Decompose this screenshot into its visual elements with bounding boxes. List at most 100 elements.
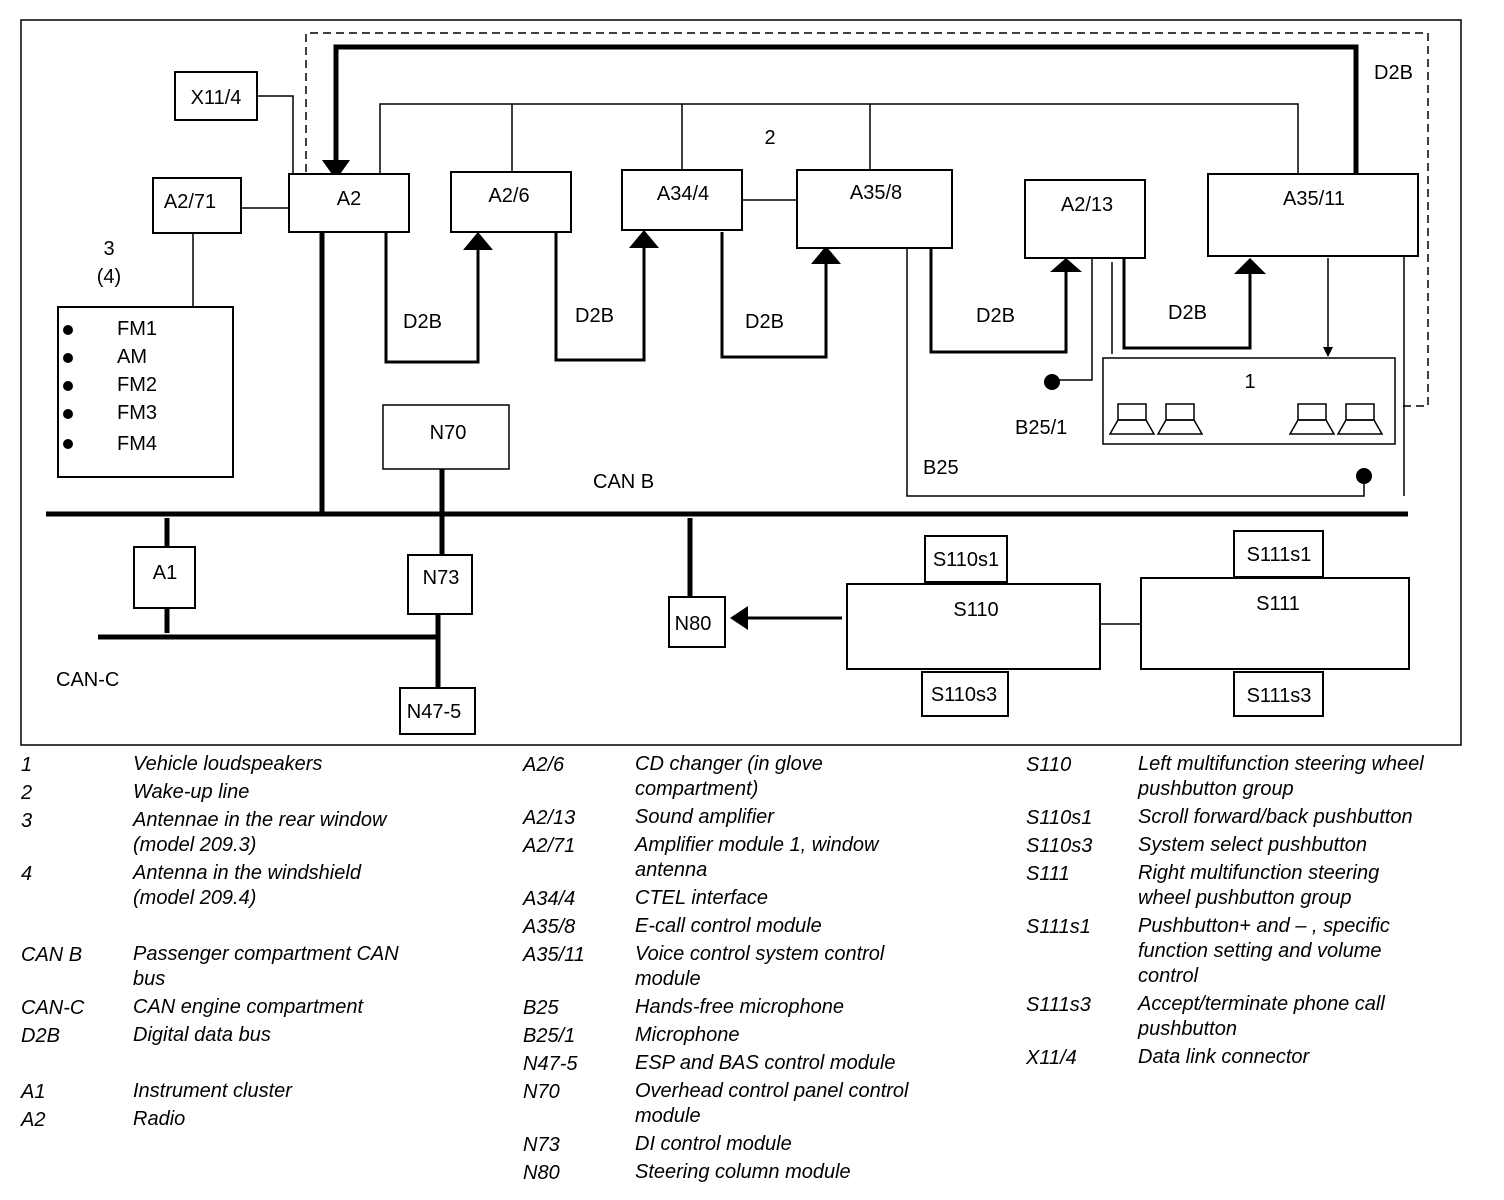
legend-code: S110s1 (1026, 807, 1093, 829)
label-x11-4: X11/4 (191, 87, 242, 109)
label-s111s1: S111s1 (1247, 544, 1312, 566)
legend-code: A34/4 (523, 888, 576, 910)
legend-description: Pushbutton+ and – , specific function se… (1138, 915, 1390, 987)
x11-4-link (257, 95, 294, 174)
speaker-icon (1288, 403, 1336, 435)
label-b25: B25 (923, 457, 959, 479)
legend-description: Antenna in the windshield (model 209.4) (133, 862, 361, 909)
legend-description: Antennae in the rear window (model 209.3… (133, 809, 387, 856)
legend-description: Amplifier module 1, window antenna (635, 834, 879, 881)
legend-row: A35/8 E-call control module (523, 914, 1003, 942)
speaker-icon (1156, 403, 1204, 435)
antenna-item: FM1 (117, 318, 157, 340)
box-s111 (1140, 577, 1410, 670)
legend-description: Digital data bus (133, 1024, 271, 1046)
antenna-item: FM2 (117, 374, 157, 396)
label-d2b: D2B (745, 311, 784, 333)
legend-row: 2 Wake-up line (21, 780, 501, 808)
wiring-diagram: X11/4 A2/71 A2 A2/6 A34/4 A35/8 A2/13 A3… (20, 19, 1462, 746)
box-a35-11 (1207, 173, 1419, 257)
legend-description: Left multifunction steering wheel pushbu… (1138, 753, 1424, 800)
label-d2b: D2B (575, 305, 614, 327)
legend-code: S111s1 (1026, 916, 1091, 938)
legend-code: A1 (21, 1081, 46, 1103)
antenna-bullets (63, 325, 73, 449)
b25-1-line (1058, 258, 1093, 381)
legend-description: Microphone (635, 1024, 740, 1046)
legend-description: Instrument cluster (133, 1080, 292, 1102)
antenna-item: FM3 (117, 402, 157, 424)
legend-row: A34/4 CTEL interface (523, 886, 1003, 914)
legend-code: 1 (21, 754, 33, 776)
speaker-icons (1108, 403, 1384, 435)
label-can-b: CAN B (593, 471, 654, 493)
label-a35-8: A35/8 (850, 182, 902, 204)
legend-description: Voice control system control module (635, 943, 885, 990)
legend-code: 2 (21, 782, 33, 804)
diagram-frame (20, 19, 1462, 746)
label-s111s3: S111s3 (1247, 685, 1312, 707)
box-n80 (668, 596, 726, 648)
box-n73 (407, 554, 473, 615)
legend-code: 3 (21, 810, 33, 832)
b25-1-microphone (1044, 374, 1060, 390)
b25-line (906, 248, 1365, 497)
legend-code: S111s3 (1026, 994, 1091, 1016)
legend-description: Steering column module (635, 1161, 851, 1183)
legend-description: Wake-up line (133, 781, 250, 803)
label-a2-71: A2/71 (164, 191, 216, 213)
legend-row: X11/4 Data link connector (1026, 1045, 1496, 1073)
label-wakeup: 2 (764, 127, 775, 149)
legend-code: B25/1 (523, 1025, 576, 1047)
label-a2-13: A2/13 (1061, 194, 1113, 216)
legend-description: CAN engine compartment (133, 996, 364, 1018)
label-speakers: 1 (1244, 371, 1255, 393)
antenna-item: AM (117, 346, 147, 368)
box-s110s1 (924, 535, 1008, 583)
label-n47-5: N47-5 (407, 701, 461, 723)
legend-description: Data link connector (1138, 1046, 1310, 1068)
legend-description: CTEL interface (635, 887, 769, 909)
label-d2b: D2B (976, 305, 1015, 327)
legend-description: Hands-free microphone (635, 996, 844, 1018)
legend-row: A1 Instrument cluster (21, 1079, 501, 1107)
legend-code: A2/13 (523, 807, 576, 829)
legend-description: Sound amplifier (635, 806, 774, 828)
legend-row: B25 Hands-free microphone (523, 995, 1003, 1023)
d2b-top-loop (333, 44, 1359, 174)
legend-row: A2/13 Sound amplifier (523, 805, 1003, 833)
speaker-icon (1336, 403, 1384, 435)
legend-row (21, 914, 501, 942)
legend-row: S111s1 Pushbutton+ and – , specific funct… (1026, 914, 1496, 992)
legend-description: Overhead control panel control module (635, 1080, 909, 1127)
box-s111s1 (1233, 530, 1324, 578)
legend-code: N70 (523, 1081, 560, 1103)
legend-description: Vehicle loudspeakers (133, 753, 323, 775)
label-n73: N73 (423, 567, 460, 589)
b25-microphone (1356, 468, 1372, 484)
label-s111: S111 (1256, 593, 1300, 615)
d2b-top-arrowhead (322, 160, 350, 180)
s110-n80-arrowhead (730, 606, 748, 630)
legend-description: E-call control module (635, 915, 822, 937)
legend-code: B25 (523, 997, 559, 1019)
label-d2b: D2B (403, 311, 442, 333)
wakeup-line (379, 103, 1299, 174)
legend-code: A35/8 (523, 916, 576, 938)
d2b-ring-segments (384, 232, 1252, 364)
box-a1 (133, 546, 196, 609)
box-antenna (57, 306, 234, 478)
legend-code: X11/4 (1026, 1047, 1077, 1069)
legend-code: N73 (523, 1134, 560, 1156)
